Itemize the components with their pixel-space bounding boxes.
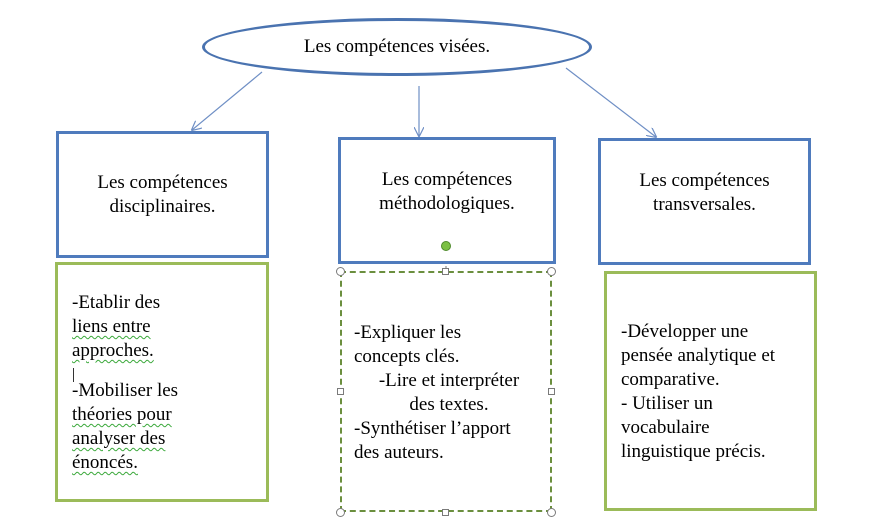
category-label-line2: méthodologiques. bbox=[379, 193, 515, 214]
list-item: -Mobiliser les bbox=[72, 380, 179, 401]
category-label-line2: transversales. bbox=[653, 194, 756, 215]
list-item: liens entre bbox=[72, 316, 151, 337]
root-node-label: Les compétences visées. bbox=[303, 36, 491, 57]
list-item: énoncés. bbox=[72, 452, 138, 473]
list-item: comparative. bbox=[621, 369, 720, 390]
list-item: pensée analytique et bbox=[621, 345, 776, 366]
category-label-line1: Les compétences bbox=[639, 170, 770, 191]
list-item: approches. bbox=[72, 340, 154, 361]
list-spacer bbox=[72, 363, 256, 379]
list-box-transversales[interactable]: -Développer une pensée analytique et com… bbox=[604, 271, 817, 511]
list-item: -Expliquer les bbox=[354, 322, 462, 343]
root-node-ellipse[interactable]: Les compétences visées. bbox=[202, 18, 592, 76]
list-item: -Développer une bbox=[621, 321, 749, 342]
text-cursor bbox=[73, 368, 74, 382]
arrow-to-disciplinaires bbox=[192, 71, 263, 130]
list-box-disciplinaires[interactable]: -Etablir des liens entre approches. -Mob… bbox=[55, 262, 269, 502]
list-item: vocabulaire bbox=[621, 417, 710, 438]
list-item: -Synthétiser l’apport bbox=[354, 418, 511, 439]
resize-handle-bottom-right[interactable] bbox=[547, 508, 556, 517]
list-item: des textes. bbox=[409, 394, 489, 415]
resize-handle-top-left[interactable] bbox=[336, 267, 345, 276]
list-item: analyser des bbox=[72, 428, 166, 449]
arrow-to-transversales bbox=[565, 67, 656, 137]
resize-handle-top-right[interactable] bbox=[547, 267, 556, 276]
list-item: concepts clés. bbox=[354, 346, 460, 367]
list-item: linguistique précis. bbox=[621, 441, 766, 462]
list-item: -Etablir des bbox=[72, 292, 161, 313]
category-box-disciplinaires[interactable]: Les compétences disciplinaires. bbox=[56, 131, 269, 258]
resize-handle-top[interactable] bbox=[442, 268, 449, 275]
category-label-line2: disciplinaires. bbox=[109, 195, 216, 217]
list-box-methodologiques[interactable]: -Expliquer les concepts clés. -Lire et i… bbox=[340, 271, 552, 512]
list-item: - Utiliser un bbox=[621, 393, 713, 414]
category-label-line1: Les compétences bbox=[97, 171, 228, 193]
list-item: des auteurs. bbox=[354, 442, 444, 463]
rotation-handle[interactable] bbox=[441, 241, 451, 251]
category-label-line1: Les compétences bbox=[381, 169, 513, 190]
resize-handle-bottom[interactable] bbox=[442, 509, 449, 516]
resize-handle-left[interactable] bbox=[337, 388, 344, 395]
resize-handle-right[interactable] bbox=[548, 388, 555, 395]
category-box-transversales[interactable]: Les compétences transversales. bbox=[598, 138, 811, 265]
list-item: théories pour bbox=[72, 404, 172, 425]
resize-handle-bottom-left[interactable] bbox=[336, 508, 345, 517]
list-item: -Lire et interpréter bbox=[378, 370, 520, 391]
